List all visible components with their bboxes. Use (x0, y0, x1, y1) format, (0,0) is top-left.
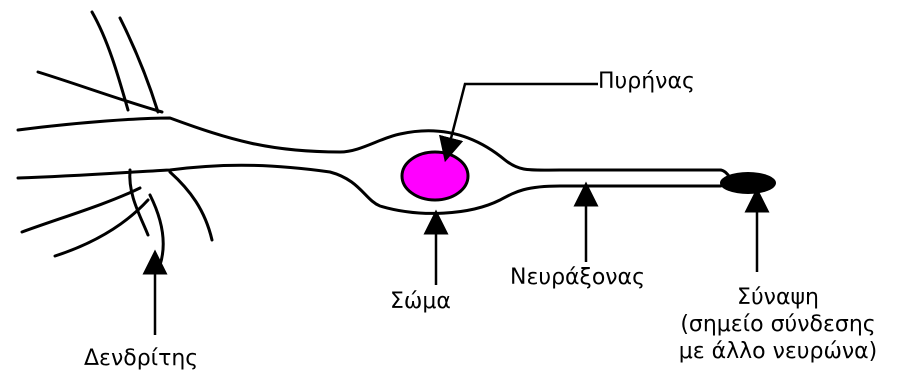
dendrite-branch-upper-1 (90, 10, 130, 112)
dendrite-branch-lower-5 (53, 198, 150, 258)
neuron-upper-outline (16, 116, 722, 172)
axon-label: Νευράξονας (510, 265, 645, 290)
nucleus-shape (400, 150, 470, 202)
neuron-lower-outline (16, 163, 722, 215)
dendrite-label: Δενδρίτης (84, 346, 199, 371)
soma-label: Σώμα (390, 289, 451, 314)
synapse-label: Σύναψη (σημείο σύνδεσης με άλλο νευρώνα) (652, 284, 904, 365)
arrow-nucleus (439, 82, 598, 163)
synapse-label-line-3: με άλλο νευρώνα) (678, 339, 878, 364)
dendrite-branch-upper-3 (36, 70, 164, 114)
nucleus-label: Πυρήνας (598, 69, 695, 94)
axon-terminal (720, 172, 776, 194)
dendrite-branch-lower-2 (148, 193, 165, 267)
synapse-label-line-1: Σύναψη (737, 285, 819, 310)
synapse-label-line-2: (σημείο σύνδεσης (680, 312, 876, 337)
dendrite-branch-lower-1 (128, 168, 150, 237)
dendrite-branch-lower-3 (168, 170, 214, 242)
dendrite-branch-lower-4 (20, 186, 142, 234)
dendrite-branch-upper-2 (118, 16, 160, 114)
